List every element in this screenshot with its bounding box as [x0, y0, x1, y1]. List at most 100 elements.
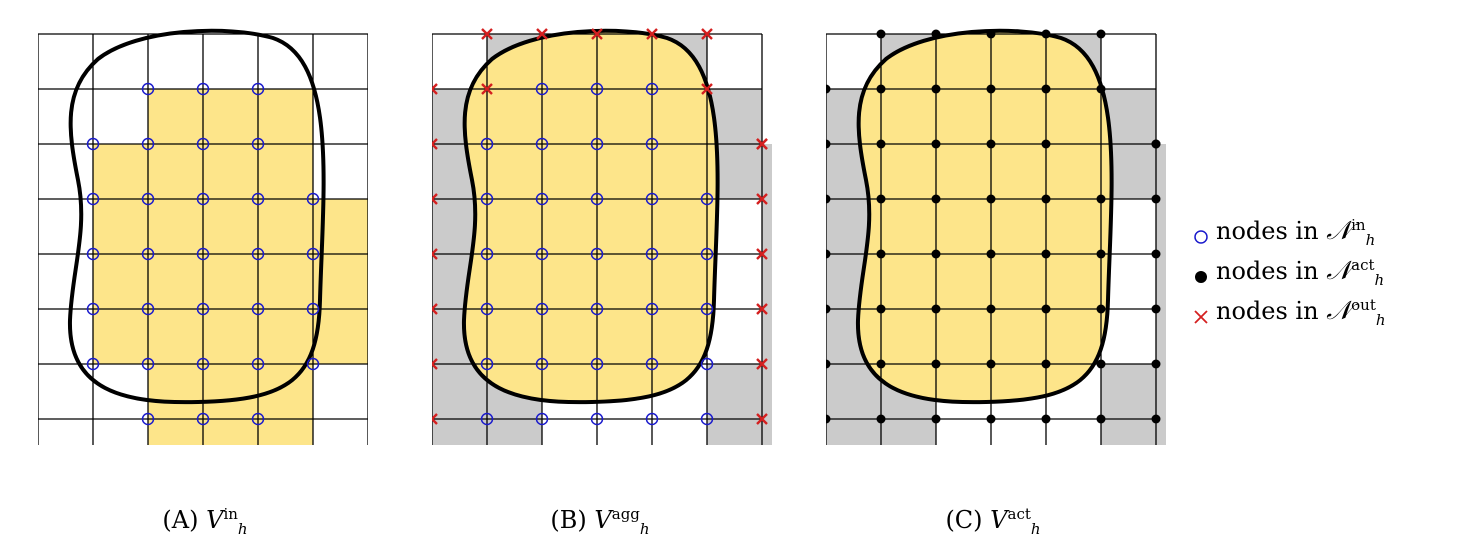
node-in — [141, 357, 155, 371]
caption-a: (A) Vinh — [162, 506, 247, 536]
node-out — [756, 303, 768, 315]
node-in — [590, 357, 604, 371]
node-out — [432, 358, 438, 370]
node-act — [1041, 139, 1051, 149]
node-in — [141, 82, 155, 96]
legend-act-sub: h — [1374, 270, 1385, 289]
node-act — [931, 414, 941, 424]
node-in — [535, 247, 549, 261]
interior-cell — [203, 144, 258, 199]
node-act — [986, 84, 996, 94]
node-in — [645, 357, 659, 371]
node-act — [876, 414, 886, 424]
cut-cell — [487, 419, 542, 445]
node-in — [535, 302, 549, 316]
legend-out-sup: out — [1351, 296, 1376, 314]
node-act — [1151, 249, 1161, 259]
cut-cell — [826, 419, 881, 445]
interior-cell — [203, 254, 258, 309]
caption-c-sub: h — [1030, 519, 1041, 538]
node-out — [756, 248, 768, 260]
interior-cell — [93, 309, 148, 364]
node-in — [86, 192, 100, 206]
node-act — [826, 139, 831, 149]
node-act — [1151, 414, 1161, 424]
node-act — [876, 304, 886, 314]
node-in — [645, 192, 659, 206]
node-act — [826, 359, 831, 369]
node-in — [86, 302, 100, 316]
node-act — [986, 304, 996, 314]
legend-in-sup: in — [1351, 216, 1366, 234]
node-in — [86, 357, 100, 371]
node-in — [535, 192, 549, 206]
caption-b: (B) Vaggh — [550, 506, 649, 536]
interior-cell — [258, 254, 313, 309]
node-act — [1041, 414, 1051, 424]
interior-cell — [148, 364, 203, 419]
caption-c-sup: act — [1007, 505, 1031, 523]
caption-b-sub: h — [639, 519, 650, 538]
interior-cell — [93, 199, 148, 254]
interior-cell — [93, 144, 148, 199]
node-act — [986, 249, 996, 259]
caption-c: (C) Vacth — [945, 505, 1040, 536]
node-in — [196, 137, 210, 151]
node-act — [1096, 84, 1106, 94]
node-act — [1151, 304, 1161, 314]
node-act — [876, 84, 886, 94]
interior-cell — [258, 199, 313, 254]
interior-cell — [258, 89, 313, 144]
node-in — [590, 192, 604, 206]
interior-cell — [148, 89, 203, 144]
panel-b-diagram — [432, 28, 772, 445]
node-act — [1041, 359, 1051, 369]
node-out — [756, 193, 768, 205]
node-act — [986, 29, 996, 39]
node-act — [931, 29, 941, 39]
interior-cell — [203, 364, 258, 419]
node-in — [480, 137, 494, 151]
interior-cell — [203, 419, 258, 445]
node-in — [700, 302, 714, 316]
node-in — [306, 302, 320, 316]
legend-out-text: nodes in — [1216, 297, 1319, 325]
panel-c-diagram — [826, 28, 1166, 445]
node-in — [700, 192, 714, 206]
node-act — [1096, 414, 1106, 424]
node-act — [876, 139, 886, 149]
legend-out-sub: h — [1375, 310, 1386, 329]
node-in — [86, 137, 100, 151]
panel-a-diagram — [38, 28, 368, 445]
node-in — [590, 82, 604, 96]
node-act — [931, 139, 941, 149]
interior-cell — [313, 309, 368, 364]
node-out — [432, 248, 438, 260]
interior-cell — [148, 419, 203, 445]
interior-cell — [203, 199, 258, 254]
node-act — [1096, 249, 1106, 259]
caption-c-symbol: V — [990, 506, 1008, 534]
node-in — [645, 412, 659, 426]
node-act — [1151, 359, 1161, 369]
node-in — [86, 247, 100, 261]
interior-cell — [258, 144, 313, 199]
node-in — [196, 192, 210, 206]
node-out — [481, 28, 493, 40]
node-in — [141, 137, 155, 151]
open-blue-circle-icon — [1194, 230, 1208, 244]
node-out — [481, 83, 493, 95]
node-act — [826, 249, 831, 259]
caption-a-sub: h — [237, 519, 248, 538]
interior-cell — [148, 309, 203, 364]
node-in — [141, 192, 155, 206]
node-out — [432, 303, 438, 315]
interior-cell — [203, 89, 258, 144]
node-act — [876, 359, 886, 369]
node-act — [1041, 194, 1051, 204]
node-out — [432, 138, 438, 150]
node-out — [536, 28, 548, 40]
node-in — [700, 412, 714, 426]
node-in — [251, 137, 265, 151]
